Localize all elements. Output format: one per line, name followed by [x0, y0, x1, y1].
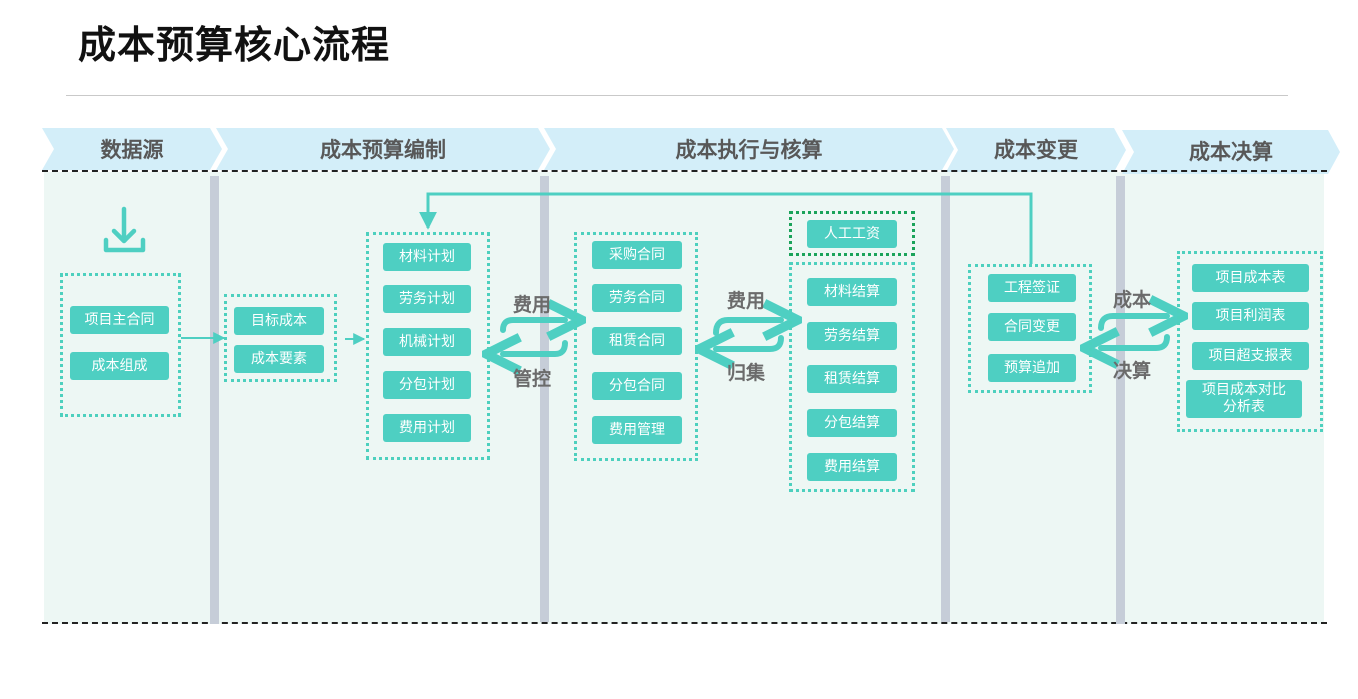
item-project-profit-report[interactable]: 项目利润表 — [1192, 302, 1309, 330]
item-expense-plan[interactable]: 费用计划 — [383, 414, 471, 442]
item-labor-contract[interactable]: 劳务合同 — [592, 284, 682, 312]
item-budget-addition[interactable]: 预算追加 — [988, 354, 1076, 382]
column-divider — [210, 176, 219, 624]
item-material-plan[interactable]: 材料计划 — [383, 243, 471, 271]
flow-label-expense: 费用 — [513, 294, 552, 316]
flow-label-control: 管控 — [513, 368, 552, 390]
stage-header-final-accounts: 成本决算 — [1122, 130, 1340, 174]
budget-target-group — [224, 294, 337, 382]
title-divider — [66, 95, 1288, 96]
download-icon — [103, 206, 146, 253]
item-labor-settlement[interactable]: 劳务结算 — [807, 322, 897, 350]
stage-label: 成本预算编制 — [320, 138, 446, 162]
stage-label: 成本决算 — [1189, 140, 1273, 164]
item-subcontract-settlement[interactable]: 分包结算 — [807, 409, 897, 437]
changes-group — [968, 264, 1092, 393]
stage-header-change: 成本变更 — [946, 128, 1126, 172]
item-lease-contract[interactable]: 租赁合同 — [592, 327, 682, 355]
stage-arrow-shape — [216, 128, 550, 170]
item-purchase-contract[interactable]: 采购合同 — [592, 241, 682, 269]
item-labor-wage[interactable]: 人工工资 — [807, 220, 897, 248]
item-engineering-visa[interactable]: 工程签证 — [988, 274, 1076, 302]
stage-arrow-shape — [1122, 130, 1340, 174]
column-divider — [941, 176, 950, 622]
settlements-group — [789, 262, 915, 492]
stage-arrow-shape — [946, 128, 1126, 172]
item-project-cost-report[interactable]: 项目成本表 — [1192, 264, 1309, 292]
item-material-settlement[interactable]: 材料结算 — [807, 278, 897, 306]
item-labor-plan[interactable]: 劳务计划 — [383, 285, 471, 313]
flow-label-cost: 成本 — [1113, 289, 1152, 311]
budget-plans-group — [366, 232, 490, 460]
bottom-dashed-boundary — [42, 622, 1327, 624]
feedback-arrow-change-to-plans — [419, 192, 1033, 264]
item-machinery-plan[interactable]: 机械计划 — [383, 328, 471, 356]
stage-arrow-shape — [544, 128, 954, 170]
labor-wage-group — [789, 211, 915, 256]
flow-label-expense-2: 费用 — [727, 290, 766, 312]
item-subcontract-contract[interactable]: 分包合同 — [592, 372, 682, 400]
item-main-contract[interactable]: 项目主合同 — [70, 306, 169, 334]
item-project-overspend-report[interactable]: 项目超支报表 — [1192, 342, 1309, 370]
contracts-group — [574, 232, 698, 461]
column-divider — [540, 176, 549, 622]
stage-header-budget-prep: 成本预算编制 — [216, 128, 550, 170]
item-cost-elements[interactable]: 成本要素 — [234, 345, 324, 373]
item-target-cost[interactable]: 目标成本 — [234, 307, 324, 335]
exchange-arrows-cost-settle — [1101, 316, 1167, 348]
stage-arrow-shape — [42, 128, 222, 170]
stage-header-execution: 成本执行与核算 — [544, 128, 954, 170]
item-expense-settlement[interactable]: 费用结算 — [807, 453, 897, 481]
stage-label: 成本执行与核算 — [675, 138, 823, 162]
stage-label: 数据源 — [100, 138, 164, 162]
column-divider — [1116, 176, 1125, 624]
stage-label: 成本变更 — [994, 138, 1078, 162]
page-title: 成本预算核心流程 — [78, 23, 391, 67]
flow-label-settle: 决算 — [1113, 360, 1152, 382]
item-expense-management[interactable]: 费用管理 — [592, 416, 682, 444]
top-dashed-boundary — [42, 170, 1327, 172]
flow-label-collect: 归集 — [727, 362, 766, 384]
item-lease-settlement[interactable]: 租赁结算 — [807, 365, 897, 393]
reports-group — [1177, 251, 1323, 432]
item-contract-change[interactable]: 合同变更 — [988, 313, 1076, 341]
stage-header-data-source: 数据源 — [42, 128, 222, 170]
item-subcontract-plan[interactable]: 分包计划 — [383, 371, 471, 399]
item-cost-composition[interactable]: 成本组成 — [70, 352, 169, 380]
exchange-arrows-budget-control — [503, 320, 565, 354]
process-panel — [44, 172, 1324, 624]
exchange-arrows-expense-collect — [716, 320, 781, 349]
item-project-cost-comparison-report[interactable]: 项目成本对比分析表 — [1186, 380, 1302, 418]
data-source-group — [60, 273, 181, 417]
